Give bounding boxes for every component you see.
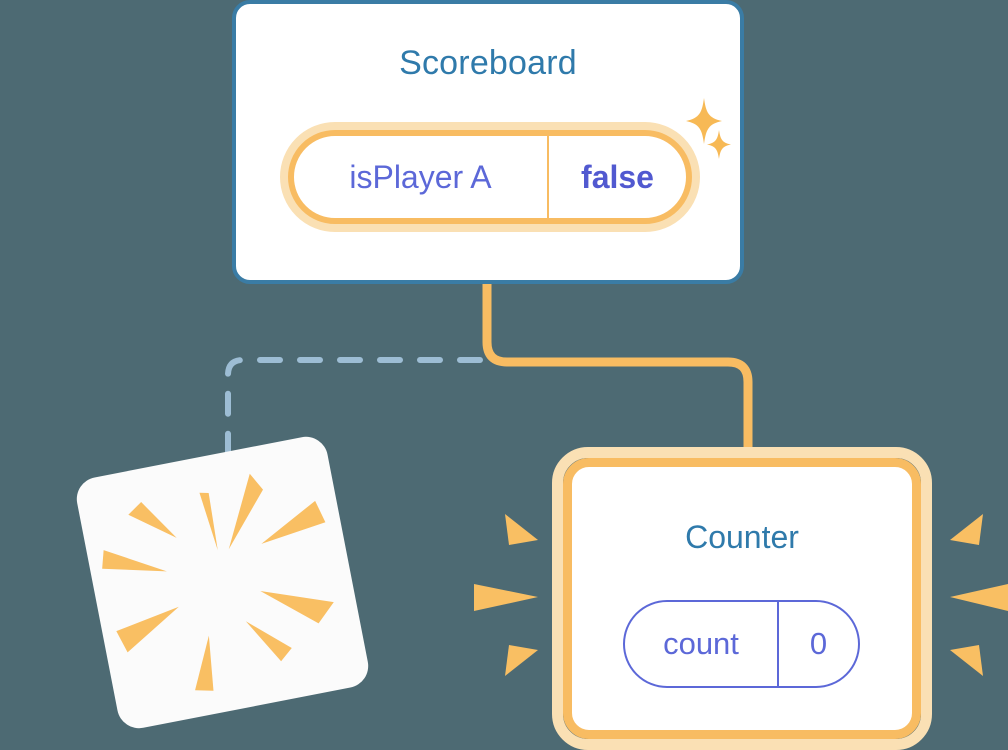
counter-state-value: 0: [809, 626, 828, 661]
burst-ray-se: [260, 590, 334, 624]
blank-card[interactable]: [73, 433, 372, 732]
counter-rays-right: [950, 514, 1008, 676]
burst-ray-n: [199, 492, 218, 551]
ray-right-middle: [950, 584, 1008, 611]
scoreboard-card[interactable]: Scoreboard isPlayer A false: [232, 0, 744, 284]
scoreboard-state-pill[interactable]: isPlayer A false: [280, 122, 700, 232]
burst-ray-ssw: [195, 635, 214, 691]
connector-solid-scoreboard-to-counter: [482, 283, 753, 470]
burst-ray-s: [245, 621, 292, 662]
connector-dashed-scoreboard-to-blank-card: [225, 357, 483, 473]
burst-ray-e: [261, 500, 326, 544]
scoreboard-state-value: false: [581, 158, 654, 195]
burst-ray-ne: [228, 473, 264, 550]
sparkle-small-icon: [707, 130, 731, 159]
counter-state-key: count: [625, 602, 779, 686]
counter-state-pill[interactable]: count 0: [623, 600, 860, 688]
ray-right-bottom: [950, 645, 983, 676]
counter-title: Counter: [685, 519, 799, 555]
counter-card[interactable]: Counter count 0: [552, 447, 932, 750]
counter-card-inner: Counter count 0: [563, 458, 921, 739]
blank-card-burst: [102, 473, 334, 691]
ray-right-top: [950, 514, 983, 545]
ray-left-top: [505, 514, 538, 545]
counter-rays-left: [474, 514, 538, 676]
sparkle-large-icon: [686, 98, 722, 144]
ray-left-middle: [474, 584, 538, 611]
burst-ray-sw: [116, 606, 179, 653]
scoreboard-state-pill-glow: [280, 122, 700, 232]
burst-ray-w: [102, 550, 167, 572]
scoreboard-title: Scoreboard: [399, 44, 577, 82]
scoreboard-state-key: isPlayer A: [294, 136, 549, 218]
ray-left-bottom: [505, 645, 538, 676]
scoreboard-state-pill-body[interactable]: isPlayer A false: [288, 130, 692, 224]
burst-ray-wnw: [128, 502, 177, 538]
